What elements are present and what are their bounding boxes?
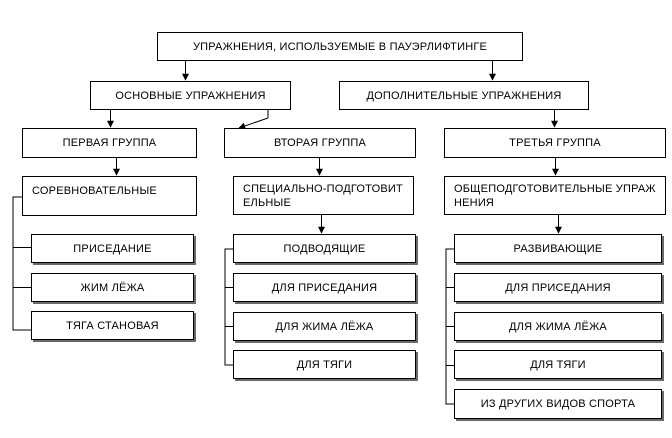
group-3-item-1-label: ДЛЯ ПРИСЕДАНИЯ — [505, 281, 611, 294]
category-competitive-label: СОРЕВНОВАТЕЛЬНЫЕ — [32, 185, 157, 197]
category-special-label: СПЕЦИАЛЬНО-ПОДГОТОВИТЕЛЬНЫЕ — [243, 182, 403, 209]
group-2-item-3-label: ДЛЯ ТЯГИ — [296, 358, 353, 371]
group-1-label: ПЕРВАЯ ГРУППА — [62, 137, 157, 149]
group-1-item-2-label: ЖИМ ЛЁЖА — [80, 281, 145, 294]
subcategory-developing-label: РАЗВИВАЮЩИЕ — [513, 242, 603, 255]
category-competitive-box: СОРЕВНОВАТЕЛЬНЫЕ — [22, 176, 197, 216]
group-3-item-3: ДЛЯ ТЯГИ — [454, 350, 662, 379]
group-2-item-2-label: ДЛЯ ЖИМА ЛЁЖА — [275, 320, 374, 333]
group-3-item-2: ДЛЯ ЖИМА ЛЁЖА — [454, 312, 662, 341]
subcategory-leading-label: ПОДВОДЯЩИЕ — [283, 242, 366, 255]
bracket-group-2 — [224, 248, 233, 366]
group-2-item-1-label: ДЛЯ ПРИСЕДАНИЯ — [271, 281, 378, 294]
group-2-item-3: ДЛЯ ТЯГИ — [233, 350, 416, 379]
group-2-item-2: ДЛЯ ЖИМА ЛЁЖА — [233, 312, 416, 341]
subcategory-leading-box: ПОДВОДЯЩИЕ — [233, 234, 416, 263]
root-box: УПРАЖНЕНИЯ, ИСПОЛЬЗУЕМЫЕ В ПАУЭРЛИФТИНГЕ — [157, 32, 523, 61]
group-2-box: ВТОРАЯ ГРУППА — [224, 128, 416, 158]
main-exercises-label: ОСНОВНЫЕ УПРАЖНЕНИЯ — [115, 89, 266, 102]
group-1-item-1: ПРИСЕДАНИЕ — [31, 234, 194, 263]
group-1-item-1-label: ПРИСЕДАНИЕ — [73, 242, 152, 255]
group-3-label: ТРЕТЬЯ ГРУППА — [509, 137, 601, 149]
group-1-item-3-label: ТЯГА СТАНОВАЯ — [66, 319, 159, 332]
group-1-box: ПЕРВАЯ ГРУППА — [22, 128, 197, 158]
group-1-item-2: ЖИМ ЛЁЖА — [31, 273, 194, 302]
group-3-item-4-label: ИЗ ДРУГИХ ВИДОВ СПОРТА — [480, 398, 636, 410]
main-exercises-box: ОСНОВНЫЕ УПРАЖНЕНИЯ — [90, 81, 291, 110]
group-3-item-1: ДЛЯ ПРИСЕДАНИЯ — [454, 273, 662, 302]
arrow-main-to-group-2-diag — [238, 117, 269, 130]
root-label: УПРАЖНЕНИЯ, ИСПОЛЬЗУЕМЫЕ В ПАУЭРЛИФТИНГЕ — [192, 40, 488, 53]
category-special-box: СПЕЦИАЛЬНО-ПОДГОТОВИТЕЛЬНЫЕ — [233, 176, 414, 215]
bracket-group-1 — [12, 196, 31, 331]
group-2-label: ВТОРАЯ ГРУППА — [273, 137, 367, 149]
group-3-box: ТРЕТЬЯ ГРУППА — [444, 128, 666, 158]
category-general-box: ОБЩЕПОДГОТОВИТЕЛЬНЫЕ УПРАЖНЕНИЯ — [444, 176, 666, 215]
category-general-label: ОБЩЕПОДГОТОВИТЕЛЬНЫЕ УПРАЖНЕНИЯ — [454, 182, 656, 209]
group-3-item-4: ИЗ ДРУГИХ ВИДОВ СПОРТА — [454, 389, 662, 419]
group-3-item-3-label: ДЛЯ ТЯГИ — [530, 358, 586, 371]
extra-exercises-label: ДОПОЛНИТЕЛЬНЫЕ УПРАЖНЕНИЯ — [366, 89, 562, 102]
group-1-item-3: ТЯГА СТАНОВАЯ — [31, 311, 194, 340]
subcategory-developing-box: РАЗВИВАЮЩИЕ — [454, 234, 662, 263]
group-3-item-2-label: ДЛЯ ЖИМА ЛЁЖА — [509, 320, 607, 333]
group-2-item-1: ДЛЯ ПРИСЕДАНИЯ — [233, 273, 416, 302]
extra-exercises-box: ДОПОЛНИТЕЛЬНЫЕ УПРАЖНЕНИЯ — [339, 81, 589, 110]
